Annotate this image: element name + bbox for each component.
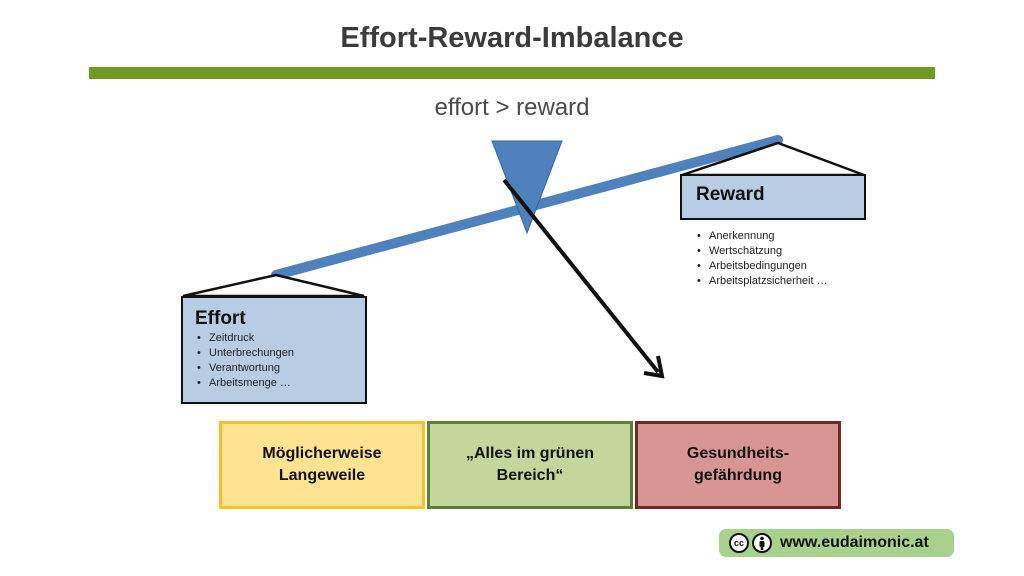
- effort-box: Effort Zeitdruck Unterbrechungen Verantw…: [181, 296, 367, 404]
- list-item: Arbeitsmenge …: [195, 376, 353, 391]
- direction-arrow-head: [643, 355, 665, 379]
- list-item: Verantwortung: [195, 361, 353, 376]
- effort-title: Effort: [195, 308, 246, 329]
- list-item: Anerkennung: [695, 229, 828, 244]
- title-underline-bar: [89, 67, 935, 79]
- effort-list: Zeitdruck Unterbrechungen Verantwortung …: [195, 331, 353, 391]
- reward-box: Reward: [680, 174, 866, 220]
- website-link[interactable]: www.eudaimonic.at: [780, 534, 929, 551]
- zone-line: „Alles im grünen: [465, 445, 595, 462]
- zone-line: Gesundheits-: [686, 445, 790, 462]
- direction-arrow: [502, 178, 660, 374]
- list-item: Zeitdruck: [195, 331, 353, 346]
- effort-hanger: [182, 273, 365, 298]
- list-item: Arbeitsplatzsicherheit …: [695, 274, 828, 289]
- list-item: Unterbrechungen: [195, 346, 353, 361]
- attribution-icon: [752, 533, 772, 553]
- zone-line: gefährdung: [693, 467, 782, 484]
- zone-line: Langeweile: [278, 467, 366, 484]
- zone-line: Möglicherweise: [262, 445, 382, 462]
- creative-commons-icon: cc: [729, 533, 749, 553]
- page-title: Effort-Reward-Imbalance: [340, 22, 684, 54]
- reward-title: Reward: [696, 184, 765, 205]
- zone-health-risk: Gesundheits- gefährdung: [635, 421, 841, 509]
- zone-line: Bereich“: [496, 467, 564, 484]
- reward-list: Anerkennung Wertschätzung Arbeitsbedingu…: [695, 229, 828, 289]
- zone-balanced: „Alles im grünen Bereich“: [427, 421, 633, 509]
- list-item: Wertschätzung: [695, 244, 828, 259]
- subtitle: effort > reward: [434, 94, 590, 121]
- license-badge[interactable]: cc www.eudaimonic.at: [719, 529, 954, 557]
- zone-boredom: Möglicherweise Langeweile: [219, 421, 425, 509]
- list-item: Arbeitsbedingungen: [695, 259, 828, 274]
